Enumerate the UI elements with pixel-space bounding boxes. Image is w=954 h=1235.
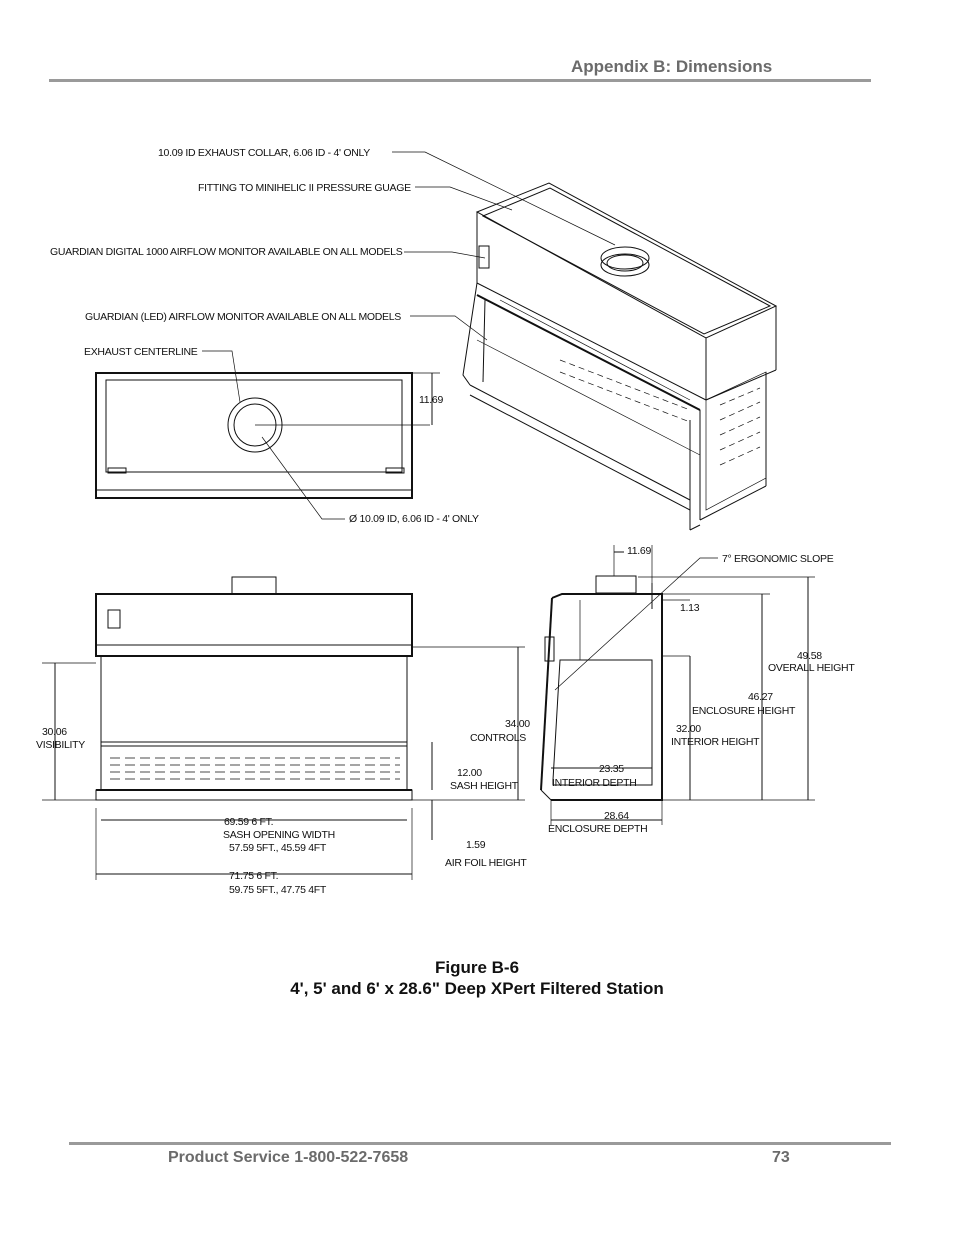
label-enclosure-height: ENCLOSURE HEIGHT — [692, 705, 796, 717]
label-sash-width-alt: 57.59 5FT., 45.59 4FT — [229, 842, 327, 854]
label-visibility: VISIBILITY — [36, 739, 85, 751]
figure-number: Figure B-6 — [434, 958, 520, 977]
drawing-labels: 10.09 ID EXHAUST COLLAR, 6.06 ID - 4' ON… — [36, 147, 856, 896]
label-interior-height-value: 32.00 — [676, 723, 701, 735]
label-top-dim: 11.69 — [419, 394, 443, 406]
label-exhaust-centerline: EXHAUST CENTERLINE — [84, 346, 198, 358]
label-interior-height: INTERIOR HEIGHT — [671, 736, 760, 748]
front-view — [42, 576, 525, 880]
isometric-view — [462, 182, 778, 531]
label-sash-height-value: 12.00 — [457, 767, 482, 779]
label-collar-height: 1.13 — [680, 602, 700, 614]
label-enclosure-height-value: 46.27 — [748, 691, 773, 703]
footer-product-service: Product Service 1-800-522-7658 — [168, 1149, 409, 1166]
label-airfoil: AIR FOIL HEIGHT — [445, 857, 527, 869]
label-fitting: FITTING TO MINIHELIC II PRESSURE GUAGE — [198, 182, 411, 194]
header-rule — [49, 79, 871, 82]
top-view — [95, 372, 440, 499]
label-sash-width: SASH OPENING WIDTH — [223, 829, 335, 841]
label-visibility-value: 30.06 — [42, 726, 67, 738]
label-exhaust-collar: 10.09 ID EXHAUST COLLAR, 6.06 ID - 4' ON… — [158, 147, 370, 159]
label-enclosure-depth-value: 28.64 — [604, 810, 629, 822]
footer-rule — [69, 1142, 891, 1145]
label-guardian-led: GUARDIAN (LED) AIRFLOW MONITOR AVAILABLE… — [85, 311, 401, 323]
leader-lines — [202, 151, 718, 691]
label-slope: 7° ERGONOMIC SLOPE — [722, 553, 834, 565]
page-header-title: Appendix B: Dimensions — [571, 57, 773, 76]
label-sash-width-value: 69.59 6 FT. — [224, 816, 273, 828]
label-guardian-digital: GUARDIAN DIGITAL 1000 AIRFLOW MONITOR AV… — [50, 246, 403, 258]
label-overall-width-value: 71.75 6 FT. — [229, 870, 278, 882]
label-controls-value: 34.00 — [505, 718, 530, 730]
figure-title: 4', 5' and 6' x 28.6" Deep XPert Filtere… — [290, 979, 664, 998]
label-overall-width-alt: 59.75 5FT., 47.75 4FT — [229, 884, 327, 896]
label-overall-height-value: 49.58 — [797, 650, 822, 662]
label-controls: CONTROLS — [470, 732, 526, 744]
label-collar-dia: Ø 10.09 ID, 6.06 ID - 4' ONLY — [349, 513, 479, 525]
label-side-top: 11.69 — [627, 545, 651, 557]
label-interior-depth-value: 23.35 — [599, 763, 624, 775]
label-sash-height: SASH HEIGHT — [450, 780, 519, 792]
label-interior-depth: INTERIOR DEPTH — [552, 777, 636, 789]
label-airfoil-value: 1.59 — [466, 839, 486, 851]
page-number: 73 — [772, 1149, 790, 1166]
label-overall-height: OVERALL HEIGHT — [768, 662, 855, 674]
side-view — [540, 545, 815, 825]
label-enclosure-depth: ENCLOSURE DEPTH — [548, 823, 647, 835]
